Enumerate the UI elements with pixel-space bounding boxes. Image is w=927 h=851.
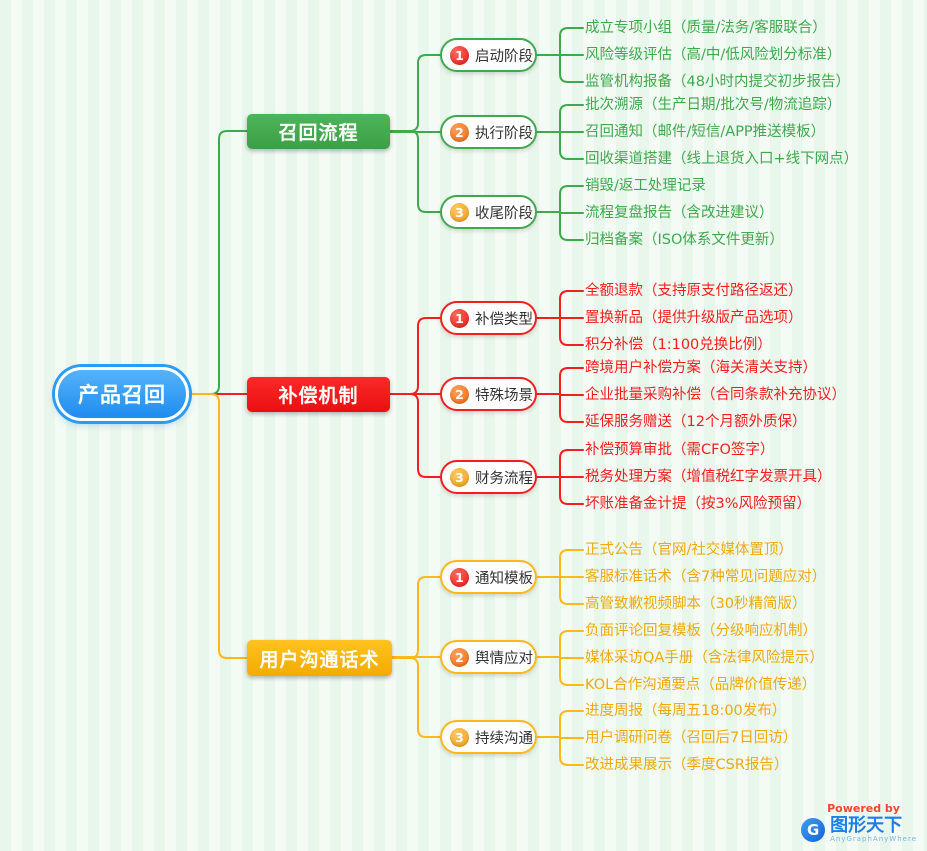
number-badge: 2: [450, 122, 469, 142]
subnode-notice-templates[interactable]: 1 通知模板: [440, 560, 537, 594]
subnode-compensation-types[interactable]: 1 补偿类型: [440, 301, 537, 335]
number-badge: 2: [450, 384, 469, 404]
subnode-closing-phase[interactable]: 3 收尾阶段: [440, 195, 537, 229]
number-badge: 3: [450, 467, 469, 487]
leaf-item[interactable]: 跨境用户补偿方案（海关清关支持）: [585, 360, 817, 376]
branch-node-communication[interactable]: 用户沟通话术: [247, 640, 392, 676]
leaf-item[interactable]: 补偿预算审批（需CFO签字）: [585, 442, 775, 458]
leaf-item[interactable]: 正式公告（官网/社交媒体置顶）: [585, 542, 793, 558]
leaf-item[interactable]: 延保服务赠送（12个月额外质保）: [585, 414, 807, 430]
yellow-connectors: [188, 393, 584, 766]
watermark[interactable]: Powered by G 图形天下 AnyGraphAnyWhere: [801, 802, 917, 843]
leaf-item[interactable]: 客服标准话术（含7种常见问题应对）: [585, 569, 827, 585]
subnode-label: 收尾阶段: [475, 205, 533, 222]
leaf-item[interactable]: 企业批量采购补偿（合同条款补充协议）: [585, 387, 846, 403]
leaf-item[interactable]: 税务处理方案（增值税红字发票开具）: [585, 469, 832, 485]
number-badge: 1: [450, 567, 469, 587]
red-connectors: [188, 290, 584, 505]
leaf-item[interactable]: 积分补偿（1:100兑换比例）: [585, 337, 772, 353]
leaf-item[interactable]: 高管致歉视频脚本（30秒精简版）: [585, 596, 807, 612]
subnode-label: 舆情应对: [475, 650, 533, 667]
branch-node-recall-process[interactable]: 召回流程: [247, 114, 390, 149]
subnode-pr-response[interactable]: 2 舆情应对: [440, 640, 537, 674]
leaf-item[interactable]: 改进成果展示（季度CSR报告）: [585, 757, 789, 773]
subnode-execution-phase[interactable]: 2 执行阶段: [440, 115, 537, 149]
brand-name: 图形天下: [830, 815, 903, 836]
leaf-item[interactable]: 成立专项小组（质量/法务/客服联合）: [585, 20, 827, 36]
leaf-item[interactable]: KOL合作沟通要点（品牌价值传递）: [585, 677, 817, 693]
leaf-item[interactable]: 销毁/返工处理记录: [585, 178, 706, 194]
brand-logo-icon: G: [801, 818, 826, 842]
subnode-label: 财务流程: [475, 470, 533, 487]
green-connectors: [188, 27, 584, 395]
leaf-item[interactable]: 监管机构报备（48小时内提交初步报告）: [585, 74, 850, 90]
branch-node-compensation[interactable]: 补偿机制: [247, 377, 390, 412]
subnode-label: 特殊场景: [475, 387, 533, 404]
subnode-label: 启动阶段: [475, 48, 533, 65]
number-badge: 1: [450, 308, 469, 328]
leaf-item[interactable]: 召回通知（邮件/短信/APP推送模板）: [585, 124, 826, 140]
leaf-item[interactable]: 置换新品（提供升级版产品选项）: [585, 310, 803, 326]
number-badge: 2: [450, 647, 469, 667]
number-badge: 3: [450, 727, 469, 747]
leaf-item[interactable]: 坏账准备金计提（按3%风险预留）: [585, 496, 812, 512]
subnode-special-scenarios[interactable]: 2 特殊场景: [440, 377, 537, 411]
leaf-item[interactable]: 风险等级评估（高/中/低风险划分标准）: [585, 47, 842, 63]
leaf-item[interactable]: 归档备案（ISO体系文件更新）: [585, 232, 784, 248]
leaf-item[interactable]: 流程复盘报告（含改进建议）: [585, 205, 774, 221]
number-badge: 3: [450, 202, 469, 222]
subnode-launch-phase[interactable]: 1 启动阶段: [440, 38, 537, 72]
leaf-item[interactable]: 进度周报（每周五18:00发布）: [585, 703, 787, 719]
brand-tagline: AnyGraphAnyWhere: [830, 835, 917, 843]
leaf-item[interactable]: 用户调研问卷（召回后7日回访）: [585, 730, 798, 746]
leaf-item[interactable]: 全额退款（支持原支付路径返还）: [585, 283, 803, 299]
subnode-label: 补偿类型: [475, 311, 533, 328]
leaf-item[interactable]: 媒体采访QA手册（含法律风险提示）: [585, 650, 824, 666]
subnode-label: 通知模板: [475, 570, 533, 587]
number-badge: 1: [450, 45, 469, 65]
subnode-label: 持续沟通: [475, 730, 533, 747]
subnode-finance-process[interactable]: 3 财务流程: [440, 460, 537, 494]
leaf-item[interactable]: 负面评论回复模板（分级响应机制）: [585, 623, 817, 639]
leaf-item[interactable]: 批次溯源（生产日期/批次号/物流追踪）: [585, 97, 842, 113]
subnode-ongoing-communication[interactable]: 3 持续沟通: [440, 720, 537, 754]
powered-by-label: Powered by: [827, 802, 900, 815]
root-node-product-recall[interactable]: 产品召回: [55, 367, 189, 421]
leaf-item[interactable]: 回收渠道搭建（线上退货入口+线下网点）: [585, 151, 859, 167]
subnode-label: 执行阶段: [475, 125, 533, 142]
